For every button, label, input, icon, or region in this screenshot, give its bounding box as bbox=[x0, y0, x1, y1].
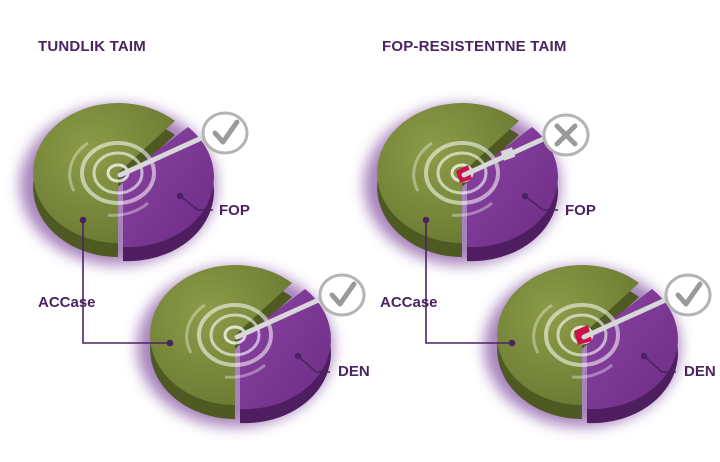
accase-label-right: ACCase bbox=[380, 294, 438, 311]
check-icon bbox=[203, 113, 247, 153]
accase-label-left: ACCase bbox=[38, 294, 96, 311]
check-icon bbox=[666, 275, 710, 315]
left-panel-title: TUNDLIK TAIM bbox=[38, 38, 146, 55]
cross-icon bbox=[544, 115, 588, 155]
enzyme-right-top bbox=[364, 103, 560, 265]
right-panel-title: FOP-RESISTENTNE TAIM bbox=[382, 38, 567, 55]
leader-lines-left bbox=[79, 192, 330, 373]
enzyme-left-bottom bbox=[137, 265, 333, 427]
fop-label-left: FOP bbox=[219, 202, 250, 219]
enzyme-right-bottom bbox=[484, 265, 680, 427]
den-label-right: DEN bbox=[684, 363, 716, 380]
den-label-left: DEN bbox=[338, 363, 370, 380]
enzyme-left-top bbox=[20, 103, 216, 265]
fop-label-right: FOP bbox=[565, 202, 596, 219]
check-icon bbox=[320, 275, 364, 315]
leader-lines-right bbox=[422, 192, 676, 373]
